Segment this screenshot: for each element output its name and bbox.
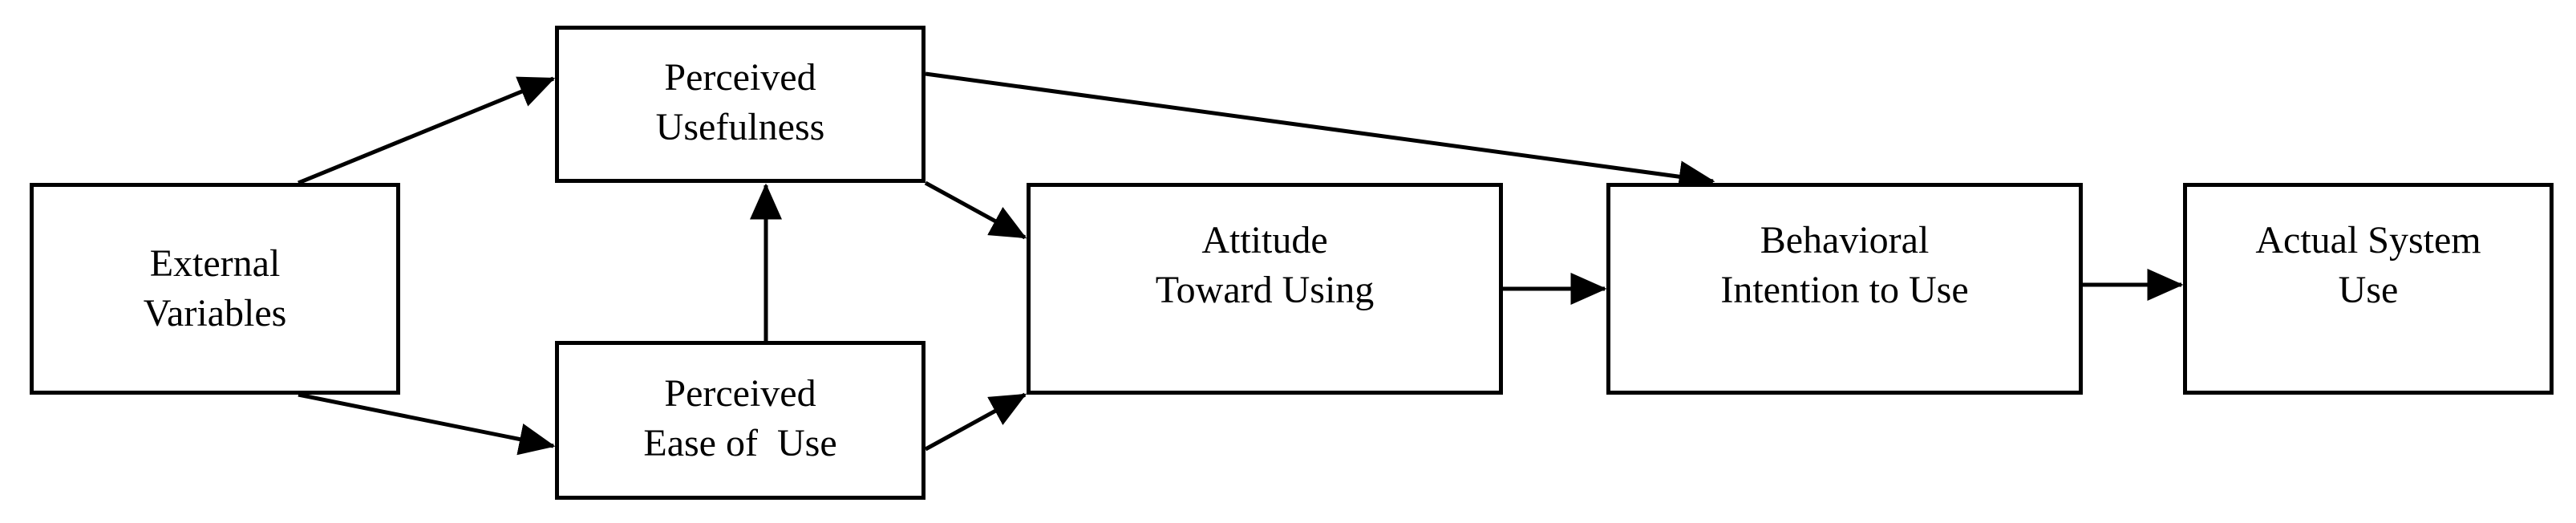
external-variables-line1: External — [149, 242, 281, 285]
external-variables-box: External Variables — [30, 183, 400, 395]
perceived-usefulness-box: Perceived Usefulness — [555, 26, 925, 183]
intention-line2: Intention to Use — [1720, 269, 1969, 311]
actual-use-line1: Actual System — [2255, 219, 2481, 262]
attitude-line1: Attitude — [1201, 219, 1328, 262]
arrow-ease-to-attitude — [924, 392, 1027, 452]
behavioral-intention-box: Behavioral Intention to Use — [1606, 183, 2083, 395]
perceived-usefulness-line1: Perceived — [664, 56, 816, 99]
actual-use-line2: Use — [2338, 269, 2399, 311]
perceived-usefulness-line2: Usefulness — [655, 106, 825, 148]
arrow-usefulness-to-intention — [925, 71, 1715, 193]
perceived-ease-line2: Ease of Use — [643, 422, 837, 464]
perceived-ease-of-use-box: Perceived Ease of Use — [555, 341, 925, 500]
perceived-ease-line1: Perceived — [664, 372, 816, 415]
intention-line1: Behavioral — [1760, 219, 1930, 262]
actual-system-use-box: Actual System Use — [2183, 183, 2554, 395]
attitude-line2: Toward Using — [1155, 269, 1375, 311]
arrow-usefulness-to-attitude — [924, 180, 1027, 240]
external-variables-line2: Variables — [143, 292, 287, 334]
arrow-external-to-usefulness — [298, 76, 556, 185]
attitude-toward-using-box: Attitude Toward Using — [1027, 183, 1503, 395]
arrow-external-to-ease — [298, 392, 556, 456]
